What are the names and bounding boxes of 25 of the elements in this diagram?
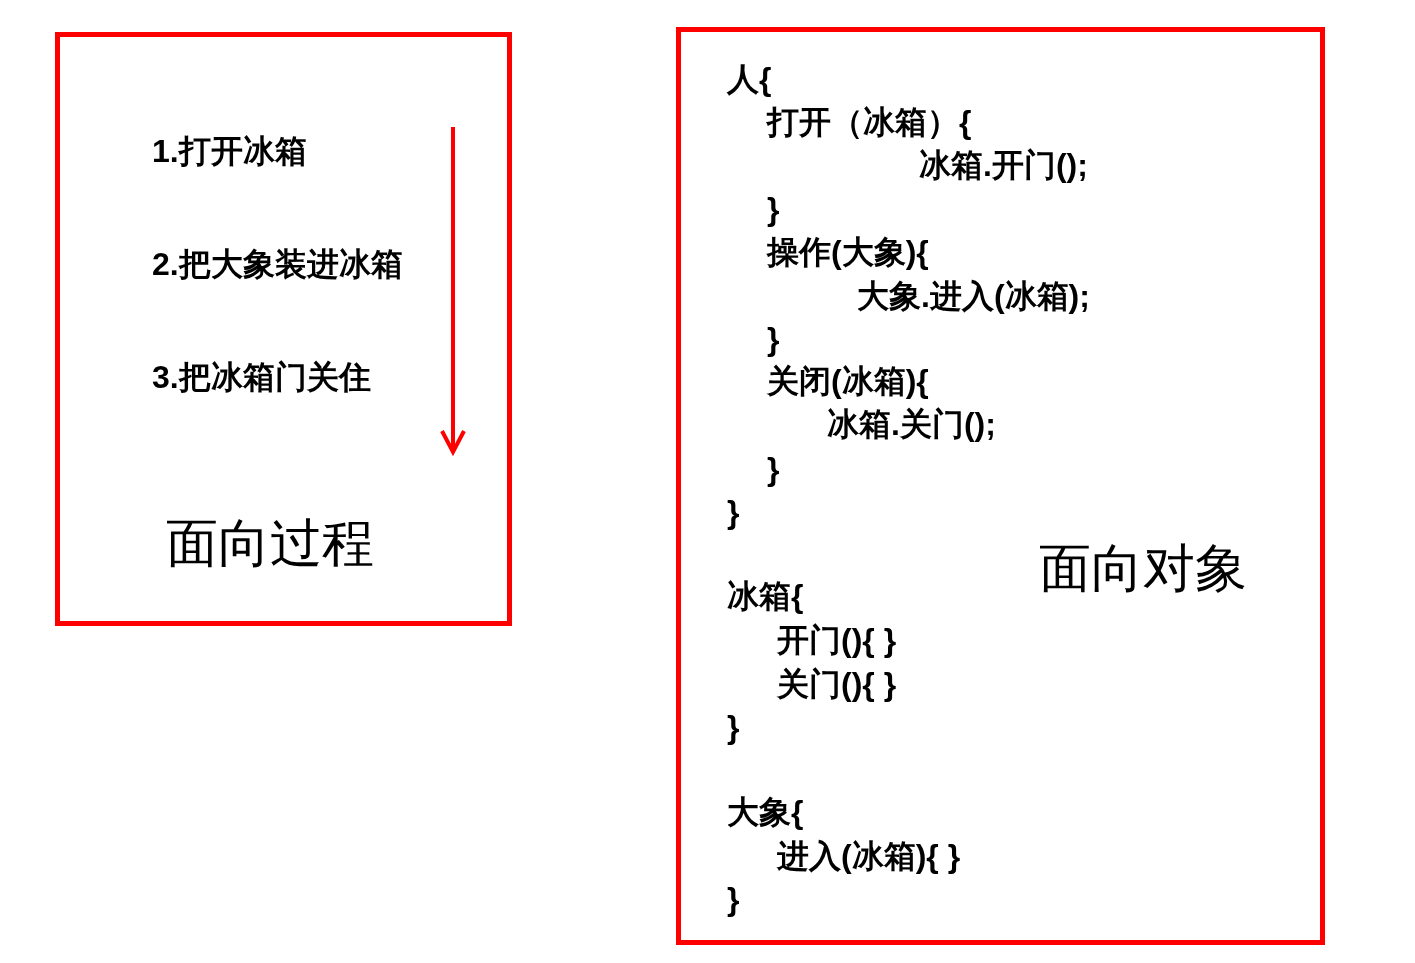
step-text: 2.把大象装进冰箱 <box>152 247 403 283</box>
code-line: 冰箱.关门(); <box>827 407 996 443</box>
code-line: 进入(冰箱){ } <box>777 839 961 875</box>
panel-frame <box>676 27 1325 945</box>
code-line: } <box>767 322 780 358</box>
code-line: 开门(){ } <box>777 623 897 659</box>
step-text: 1.打开冰箱 <box>152 134 307 170</box>
code-line: } <box>727 710 740 746</box>
code-line: 人{ <box>727 62 772 98</box>
code-line: } <box>767 192 780 228</box>
code-line: } <box>767 452 780 488</box>
code-line: 关闭(冰箱){ <box>767 364 929 400</box>
panel-heading: 面向对象 <box>1039 540 1247 598</box>
code-line: 冰箱.开门(); <box>919 148 1088 184</box>
panel-frame <box>55 32 512 626</box>
code-line: 打开（冰箱）{ <box>767 105 972 141</box>
panel-heading: 面向过程 <box>166 515 374 573</box>
code-line: 冰箱{ <box>727 579 804 615</box>
code-line: 大象{ <box>727 795 804 831</box>
code-line: 操作(大象){ <box>767 235 929 271</box>
code-line: } <box>727 495 740 531</box>
code-line: 关门(){ } <box>777 667 897 703</box>
step-text: 3.把冰箱门关住 <box>152 360 371 396</box>
code-line: 大象.进入(冰箱); <box>857 279 1090 315</box>
code-line: } <box>727 882 740 918</box>
